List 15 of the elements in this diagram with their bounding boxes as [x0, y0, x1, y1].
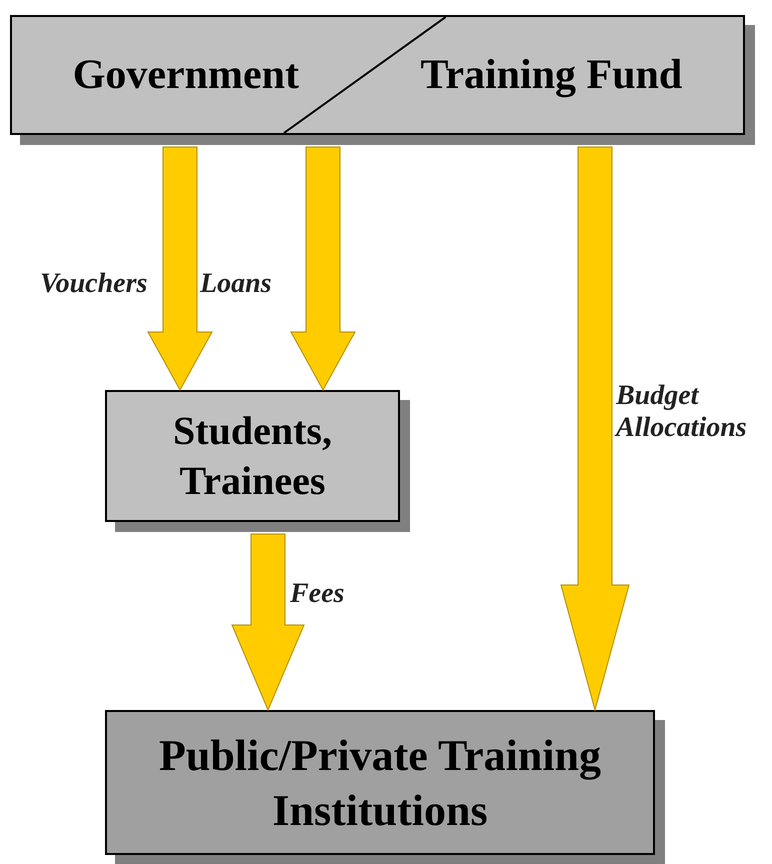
- box-text: Government: [72, 50, 300, 100]
- box-text: Students, Trainees: [172, 407, 333, 505]
- edge-label: Vouchers: [40, 268, 148, 299]
- block-arrow: [560, 146, 630, 712]
- box-text: Public/Private Training Institutions: [158, 730, 602, 836]
- block-arrow: [147, 146, 213, 392]
- block-arrow: [290, 146, 356, 392]
- box-text: Training Fund: [419, 50, 684, 100]
- edge-label: Loans: [200, 268, 272, 299]
- edge-label: Fees: [290, 578, 344, 609]
- edge-label: Budget Allocations: [616, 380, 747, 444]
- block-arrow: [231, 534, 305, 712]
- process-box: [105, 390, 400, 522]
- process-box: [10, 15, 745, 135]
- process-box: [105, 710, 655, 855]
